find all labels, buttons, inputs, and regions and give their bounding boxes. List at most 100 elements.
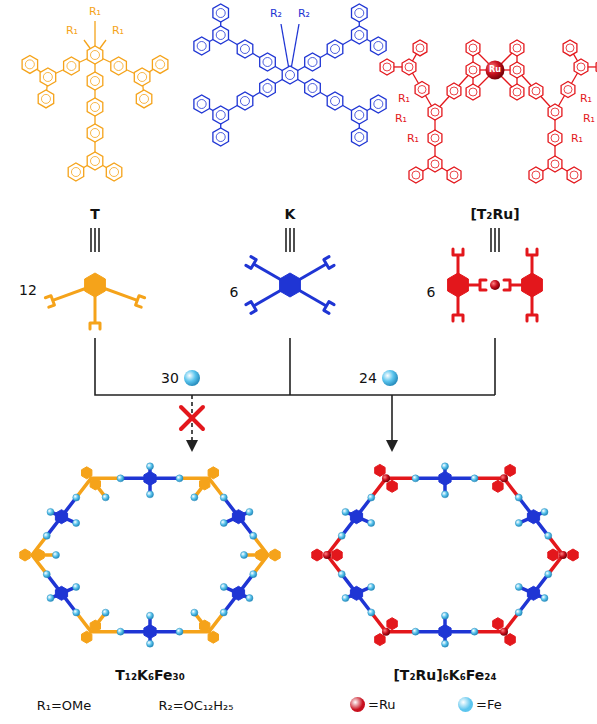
aromatic-ring xyxy=(466,40,480,56)
cartoon-core xyxy=(34,549,44,561)
ruthenium-dot xyxy=(382,474,390,482)
aromatic-ring xyxy=(64,57,80,75)
legend-swatch xyxy=(350,697,365,712)
iron-dot xyxy=(545,532,552,539)
aromatic-circle xyxy=(469,66,477,74)
cartoon-core xyxy=(232,586,244,600)
aromatic-circle xyxy=(114,61,123,70)
cartoon-core xyxy=(312,549,322,561)
aromatic-ring xyxy=(574,59,588,75)
cartoon-core xyxy=(90,478,100,490)
terpyridine-fork xyxy=(246,257,256,269)
legend-swatch xyxy=(458,697,473,712)
iron-dot xyxy=(117,628,124,635)
cross-mark xyxy=(181,407,203,429)
generated-art xyxy=(20,4,597,647)
aromatic-ring xyxy=(194,37,210,55)
substituent-key: R₁=OMe xyxy=(37,699,92,714)
terpyridine-fork xyxy=(45,296,54,307)
cartoon-core xyxy=(548,549,558,561)
iron-dot xyxy=(368,609,375,616)
cartoon-core xyxy=(280,273,301,297)
cartoon-core xyxy=(144,471,156,485)
aromatic-ring xyxy=(87,152,103,170)
iron-dot xyxy=(147,612,154,619)
aromatic-ring xyxy=(352,26,368,44)
aromatic-ring xyxy=(548,104,562,120)
assembly-link xyxy=(475,477,505,481)
aromatic-ring xyxy=(466,62,480,78)
terpyridine-fork xyxy=(324,302,334,314)
cartoon-core xyxy=(200,620,210,632)
cartoon-core xyxy=(55,510,67,524)
iron-dot xyxy=(515,609,522,616)
stoichiometry-number: 6 xyxy=(427,284,436,300)
iron-dot xyxy=(471,475,478,482)
iron-dot xyxy=(541,508,548,515)
aromatic-circle xyxy=(43,72,52,81)
aromatic-ring xyxy=(352,106,368,124)
aromatic-ring xyxy=(352,4,368,22)
cartoon-core xyxy=(505,634,515,646)
cartoon-core xyxy=(256,549,266,561)
aromatic-circle xyxy=(418,85,426,93)
iron-dot xyxy=(412,628,419,635)
aromatic-circle xyxy=(513,88,521,96)
iron-dot xyxy=(117,475,124,482)
reaction-arrow xyxy=(391,395,393,441)
aromatic-circle xyxy=(25,60,34,69)
aromatic-circle xyxy=(240,45,249,54)
iron-dot xyxy=(442,463,449,470)
iron-dot xyxy=(43,571,50,578)
aromatic-circle xyxy=(67,61,76,70)
cartoon-core xyxy=(375,634,385,646)
aromatic-circle xyxy=(216,9,225,18)
aromatic-circle xyxy=(308,58,317,67)
aromatic-circle xyxy=(431,108,439,116)
assembly-link xyxy=(386,477,416,481)
aromatic-circle xyxy=(513,44,521,52)
iron-dot xyxy=(241,552,248,559)
iron-dot xyxy=(368,520,375,527)
iron-dot xyxy=(338,532,345,539)
iron-dot xyxy=(442,612,449,619)
assembly-link xyxy=(47,574,77,612)
cartoon-core xyxy=(439,625,451,639)
equivalence-bar xyxy=(98,228,100,252)
legend-text: =Fe xyxy=(476,697,502,712)
aromatic-circle xyxy=(197,42,206,51)
aromatic-ring xyxy=(260,79,276,97)
aromatic-ring xyxy=(237,92,253,110)
aromatic-ring xyxy=(111,57,127,75)
substituent-key: R₂=OC₁₂H₂₅ xyxy=(158,699,233,714)
terpyridine-fork xyxy=(246,302,256,314)
equivalence-bar xyxy=(90,228,92,252)
ruthenium-dot xyxy=(559,551,567,559)
iron-dot xyxy=(442,491,449,498)
assembly-link xyxy=(224,574,254,612)
metal-label: Ru xyxy=(489,65,501,74)
aromatic-circle xyxy=(551,134,559,142)
equivalence-bar xyxy=(289,228,291,252)
aromatic-circle xyxy=(156,60,165,69)
aromatic-circle xyxy=(91,51,100,60)
iron-dot xyxy=(515,583,522,590)
aromatic-ring xyxy=(402,59,416,75)
compound-label: K xyxy=(285,206,296,222)
cartoon-core xyxy=(493,618,503,630)
iron-dot xyxy=(442,640,449,647)
aromatic-circle xyxy=(41,94,50,103)
ruthenium-dot xyxy=(382,628,390,636)
arrow-head xyxy=(386,440,398,452)
cartoon-core xyxy=(90,620,100,632)
aromatic-ring xyxy=(213,4,229,22)
aromatic-ring xyxy=(40,68,56,86)
aromatic-ring xyxy=(260,53,276,71)
substituent-label: R₁ xyxy=(395,113,407,126)
aromatic-ring xyxy=(22,55,37,73)
cartoon-core xyxy=(208,467,218,479)
terpyridine-fork xyxy=(527,249,537,255)
aromatic-circle xyxy=(355,133,364,142)
